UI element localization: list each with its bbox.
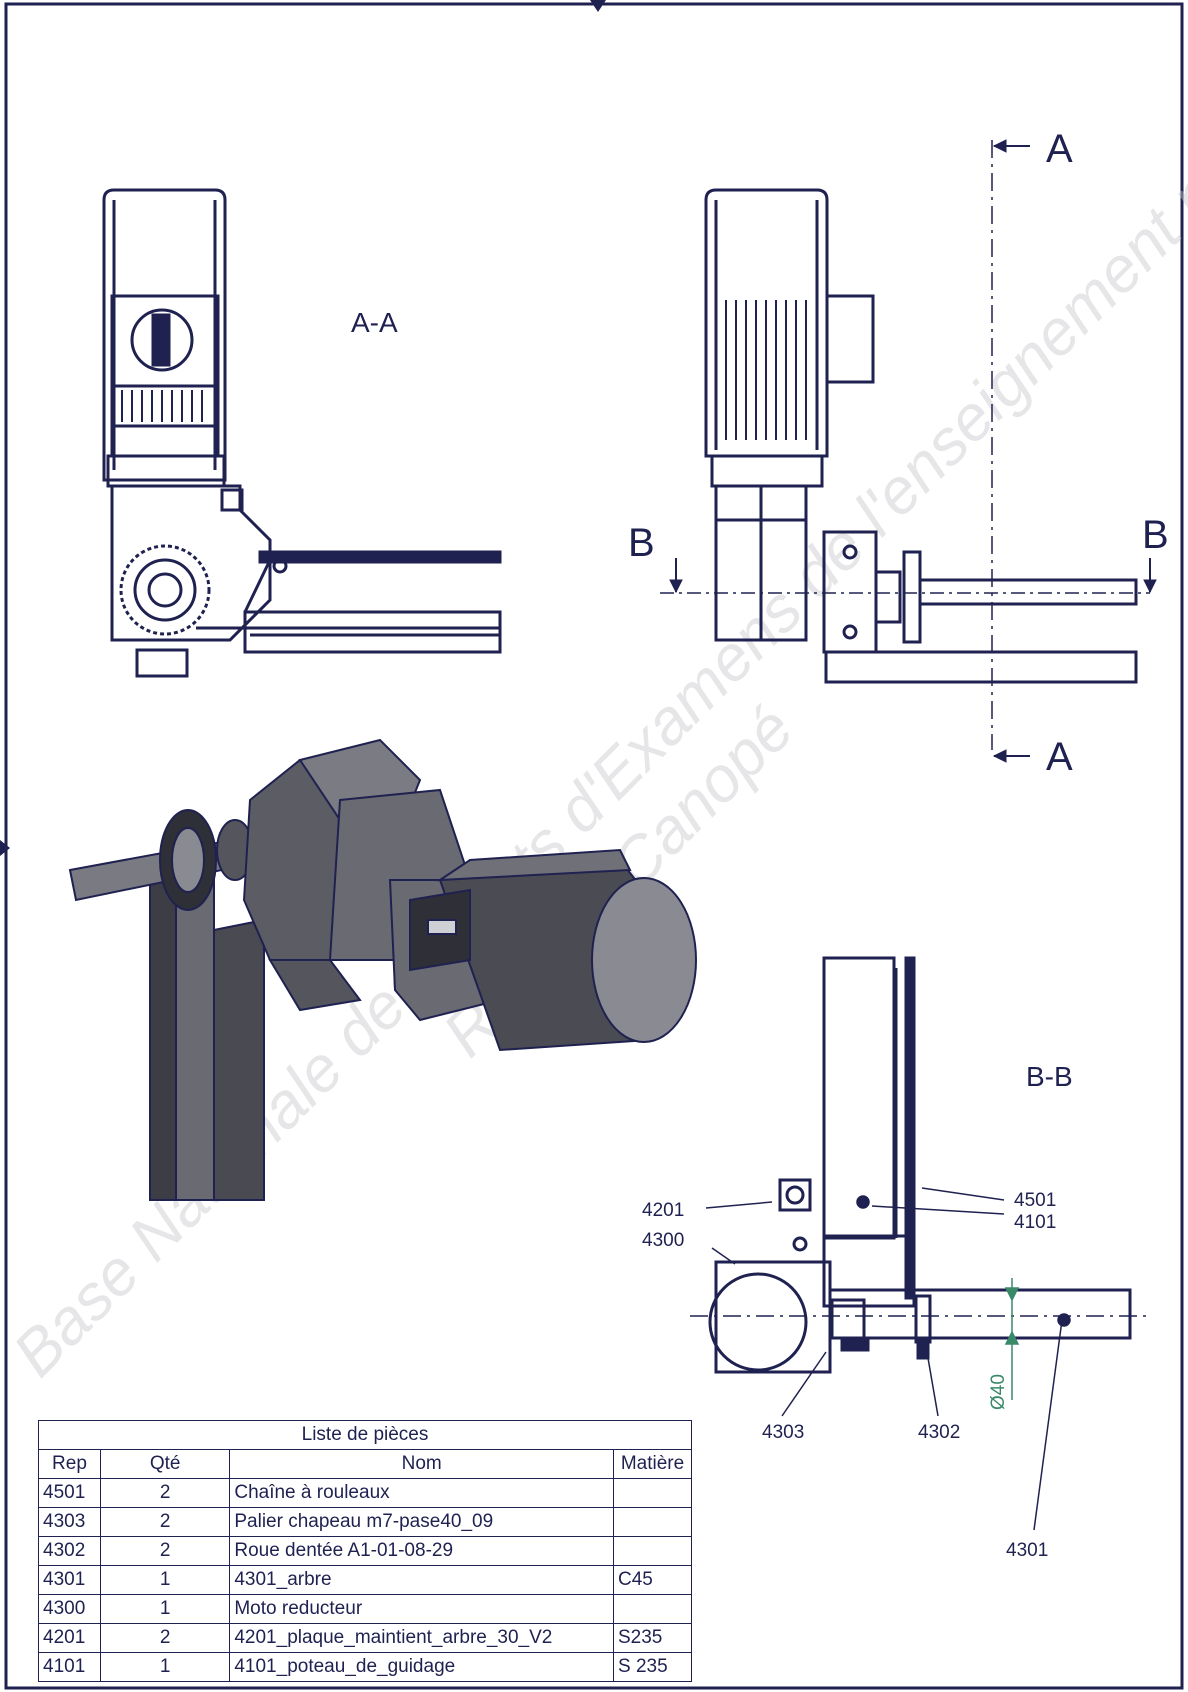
cell-matiere <box>613 1536 692 1566</box>
cell-rep: 4301 <box>38 1565 101 1595</box>
dimension-label: Ø40 <box>988 1374 1009 1410</box>
cell-rep: 4201 <box>38 1623 101 1653</box>
callout-4201: 4201 <box>642 1200 684 1221</box>
column-header-nom: Nom <box>229 1449 614 1479</box>
cell-nom: 4201_plaque_maintient_arbre_30_V2 <box>229 1623 614 1653</box>
dimension-d40 <box>1004 1278 1020 1400</box>
column-header-rep: Rep <box>38 1449 101 1479</box>
cell-rep: 4300 <box>38 1594 101 1624</box>
table-row: 4302 2 Roue dentée A1-01-08-29 <box>38 1536 692 1566</box>
cell-matiere <box>613 1478 692 1508</box>
cell-nom: Moto reducteur <box>229 1594 614 1624</box>
parts-list-header-row: Rep Qté Nom Matière <box>38 1449 692 1479</box>
section-mark-b-right: B <box>1142 513 1169 557</box>
cell-rep: 4101 <box>38 1652 101 1682</box>
leader-lines <box>705 1187 1071 1531</box>
cell-qte: 2 <box>99 1623 231 1653</box>
section-mark-a-bottom: A <box>1046 735 1073 779</box>
table-row: 4501 2 Chaîne à rouleaux <box>38 1478 692 1508</box>
view-label-bb: B-B <box>1026 1061 1073 1092</box>
callout-4303: 4303 <box>762 1422 804 1443</box>
cell-rep: 4501 <box>38 1478 101 1508</box>
parts-list-title-row: Liste de pièces <box>38 1420 692 1450</box>
section-mark-a-top: A <box>1046 127 1073 171</box>
cell-matiere: S235 <box>613 1623 692 1653</box>
cell-qte: 1 <box>99 1652 231 1682</box>
callout-4300: 4300 <box>642 1230 684 1251</box>
cell-nom: Chaîne à rouleaux <box>229 1478 614 1508</box>
column-header-qte: Qté <box>99 1449 231 1479</box>
table-row: 4101 1 4101_poteau_de_guidage S 235 <box>38 1652 692 1682</box>
cell-nom: 4301_arbre <box>229 1565 614 1595</box>
cell-qte: 1 <box>99 1565 231 1595</box>
cell-matiere <box>613 1594 692 1624</box>
callout-4301: 4301 <box>1006 1540 1048 1561</box>
cell-nom: Palier chapeau m7-pase40_09 <box>229 1507 614 1537</box>
cell-qte: 2 <box>99 1507 231 1537</box>
callout-4501: 4501 <box>1014 1190 1056 1211</box>
cell-matiere: C45 <box>613 1565 692 1595</box>
cell-matiere <box>613 1507 692 1537</box>
cell-matiere: S 235 <box>613 1652 692 1682</box>
cell-nom: Roue dentée A1-01-08-29 <box>229 1536 614 1566</box>
cell-rep: 4303 <box>38 1507 101 1537</box>
callout-4101: 4101 <box>1014 1212 1056 1233</box>
cell-qte: 1 <box>99 1594 231 1624</box>
callout-4302: 4302 <box>918 1422 960 1443</box>
cell-qte: 2 <box>99 1536 231 1566</box>
table-row: 4301 1 4301_arbre C45 <box>38 1565 692 1595</box>
table-row: 4201 2 4201_plaque_maintient_arbre_30_V2… <box>38 1623 692 1653</box>
cell-rep: 4302 <box>38 1536 101 1566</box>
cell-qte: 2 <box>99 1478 231 1508</box>
table-row: 4300 1 Moto reducteur <box>38 1594 692 1624</box>
section-line-aa <box>669 139 1157 763</box>
view-bb <box>690 956 1150 1374</box>
center-mark-left <box>0 840 10 856</box>
table-row: 4303 2 Palier chapeau m7-pase40_09 <box>38 1507 692 1537</box>
render-3d <box>68 738 697 1201</box>
view-aa <box>102 188 502 678</box>
center-mark-top <box>590 0 606 12</box>
view-label-aa: A-A <box>351 307 398 338</box>
section-mark-b-left: B <box>628 521 655 565</box>
parts-list-table: Liste de pièces Rep Qté Nom Matière 4501… <box>38 1420 692 1682</box>
cell-nom: 4101_poteau_de_guidage <box>229 1652 614 1682</box>
column-header-matiere: Matière <box>613 1449 692 1479</box>
view-side <box>660 188 1150 684</box>
parts-list-title: Liste de pièces <box>38 1420 692 1450</box>
